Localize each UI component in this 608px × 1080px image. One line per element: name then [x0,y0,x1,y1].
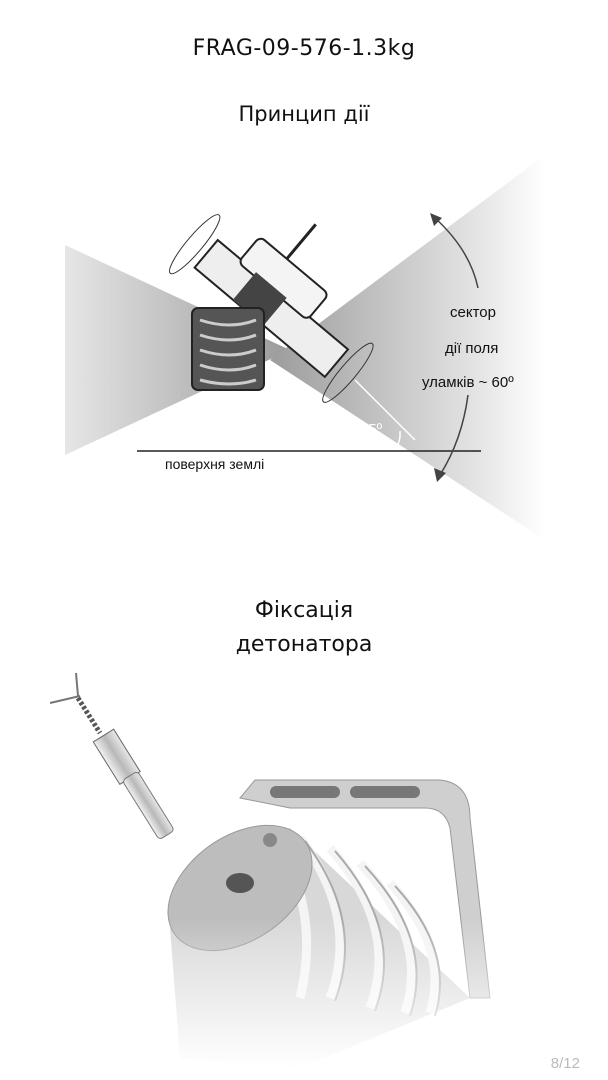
detonator-heading-1: Фіксація [254,598,354,623]
angle-arc [394,430,401,452]
rear-sector [65,245,290,455]
document-title: FRAG-09-576-1.3kg [192,36,416,61]
principle-heading: Принцип дії [238,102,370,126]
principle-diagram [65,155,545,540]
fragment-sector [270,155,545,540]
drone-icon [168,214,374,403]
detonator-illustration [0,672,608,1068]
detonator-icon [49,672,174,839]
angle-label: 45º [360,421,383,438]
sector-label-1: сектор [450,304,496,321]
sector-label-3: уламків ~ 60º [422,374,514,391]
sector-arrow-bottom [439,394,469,476]
sector-arrow-top [434,217,479,289]
charge-icon [191,307,265,391]
trajectory-line [354,379,416,441]
detonator-heading-2: детонатора [235,632,373,657]
charge-bracket-icon [239,779,491,999]
sector-label-2: дії поля [445,340,499,357]
ground-label: поверхня землі [165,456,265,472]
page-number: 8/12 [550,1055,580,1072]
